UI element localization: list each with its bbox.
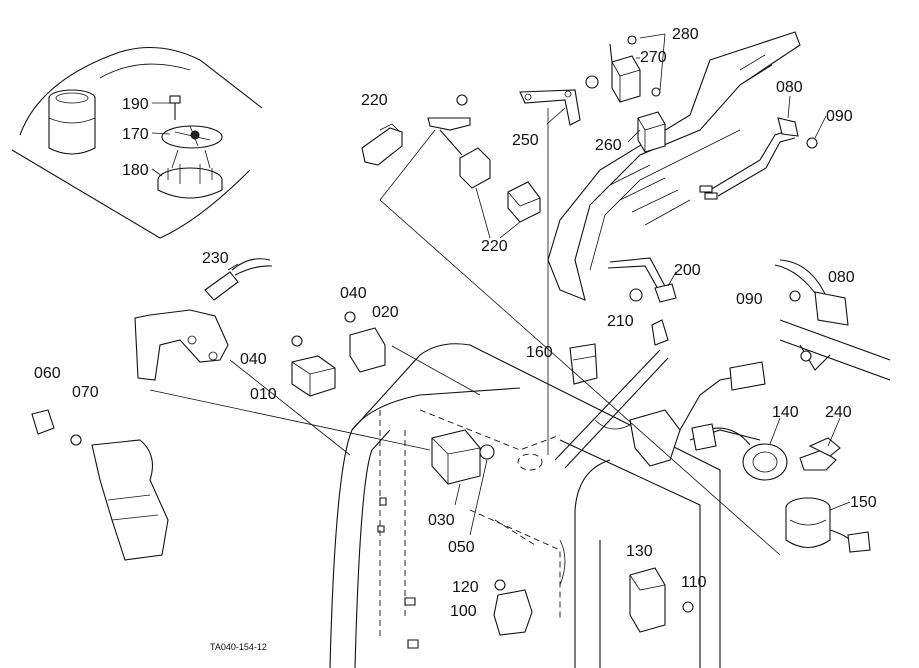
harness-080-lower xyxy=(774,259,891,381)
callout-090-lower: 090 xyxy=(736,291,763,308)
callout-190: 190 xyxy=(122,96,149,113)
callout-170: 170 xyxy=(122,126,149,143)
callout-080-lower: 080 xyxy=(828,269,855,286)
relay-bracket-250 xyxy=(519,89,581,126)
callout-280: 280 xyxy=(672,26,699,43)
switch-140 xyxy=(691,417,841,481)
harness-080-upper xyxy=(699,95,827,200)
bracket-left xyxy=(134,309,229,381)
callout-020: 020 xyxy=(372,304,399,321)
relay-010 xyxy=(291,335,336,397)
callout-220-bottom: 220 xyxy=(481,238,508,255)
socket-150 xyxy=(785,497,871,553)
harness-200 xyxy=(607,257,677,303)
callout-060: 060 xyxy=(34,365,61,382)
callout-180: 180 xyxy=(122,162,149,179)
fuel-gauge-assembly xyxy=(157,125,223,199)
callout-040-lower: 040 xyxy=(240,351,267,368)
dashboard-panel xyxy=(329,343,721,668)
relay-020 xyxy=(344,311,386,373)
leader-lines xyxy=(149,108,781,556)
callout-210: 210 xyxy=(607,313,634,330)
callout-150: 150 xyxy=(850,494,877,511)
relay-030 xyxy=(431,429,495,536)
bolt-190 xyxy=(169,95,181,120)
callout-160: 160 xyxy=(526,344,553,361)
callout-200: 200 xyxy=(674,262,701,279)
sender-060-070 xyxy=(31,409,169,561)
relay-130 xyxy=(629,567,694,633)
fuel-cap xyxy=(48,89,96,155)
callout-040-upper: 040 xyxy=(340,285,367,302)
callout-220-top: 220 xyxy=(361,92,388,109)
callout-140: 140 xyxy=(772,404,799,421)
frame-rail xyxy=(547,31,801,301)
callout-050: 050 xyxy=(448,539,475,556)
callout-130: 130 xyxy=(626,543,653,560)
callout-010: 010 xyxy=(250,386,277,403)
callout-240: 240 xyxy=(825,404,852,421)
callout-100: 100 xyxy=(450,603,477,620)
callout-260: 260 xyxy=(595,137,622,154)
callout-230: 230 xyxy=(202,250,229,267)
callout-030: 030 xyxy=(428,512,455,529)
relay-100 xyxy=(493,579,533,636)
sensor-230 xyxy=(204,258,273,301)
relay-260 xyxy=(585,75,666,153)
callout-120: 120 xyxy=(452,579,479,596)
relay-270 xyxy=(609,35,641,103)
relay-220-group xyxy=(361,94,541,239)
steering-column xyxy=(554,319,766,469)
callout-070: 070 xyxy=(72,384,99,401)
callout-090-upper: 090 xyxy=(826,108,853,125)
callout-250: 250 xyxy=(512,132,539,149)
callout-110: 110 xyxy=(681,574,707,591)
callout-080-upper: 080 xyxy=(776,79,803,96)
callout-labels: 190 170 180 220 220 250 260 270 280 080 … xyxy=(34,26,877,652)
drawing-reference: TA040-154-12 xyxy=(210,642,267,652)
fuel-tank-inset xyxy=(11,46,263,239)
callout-270: 270 xyxy=(640,49,667,66)
